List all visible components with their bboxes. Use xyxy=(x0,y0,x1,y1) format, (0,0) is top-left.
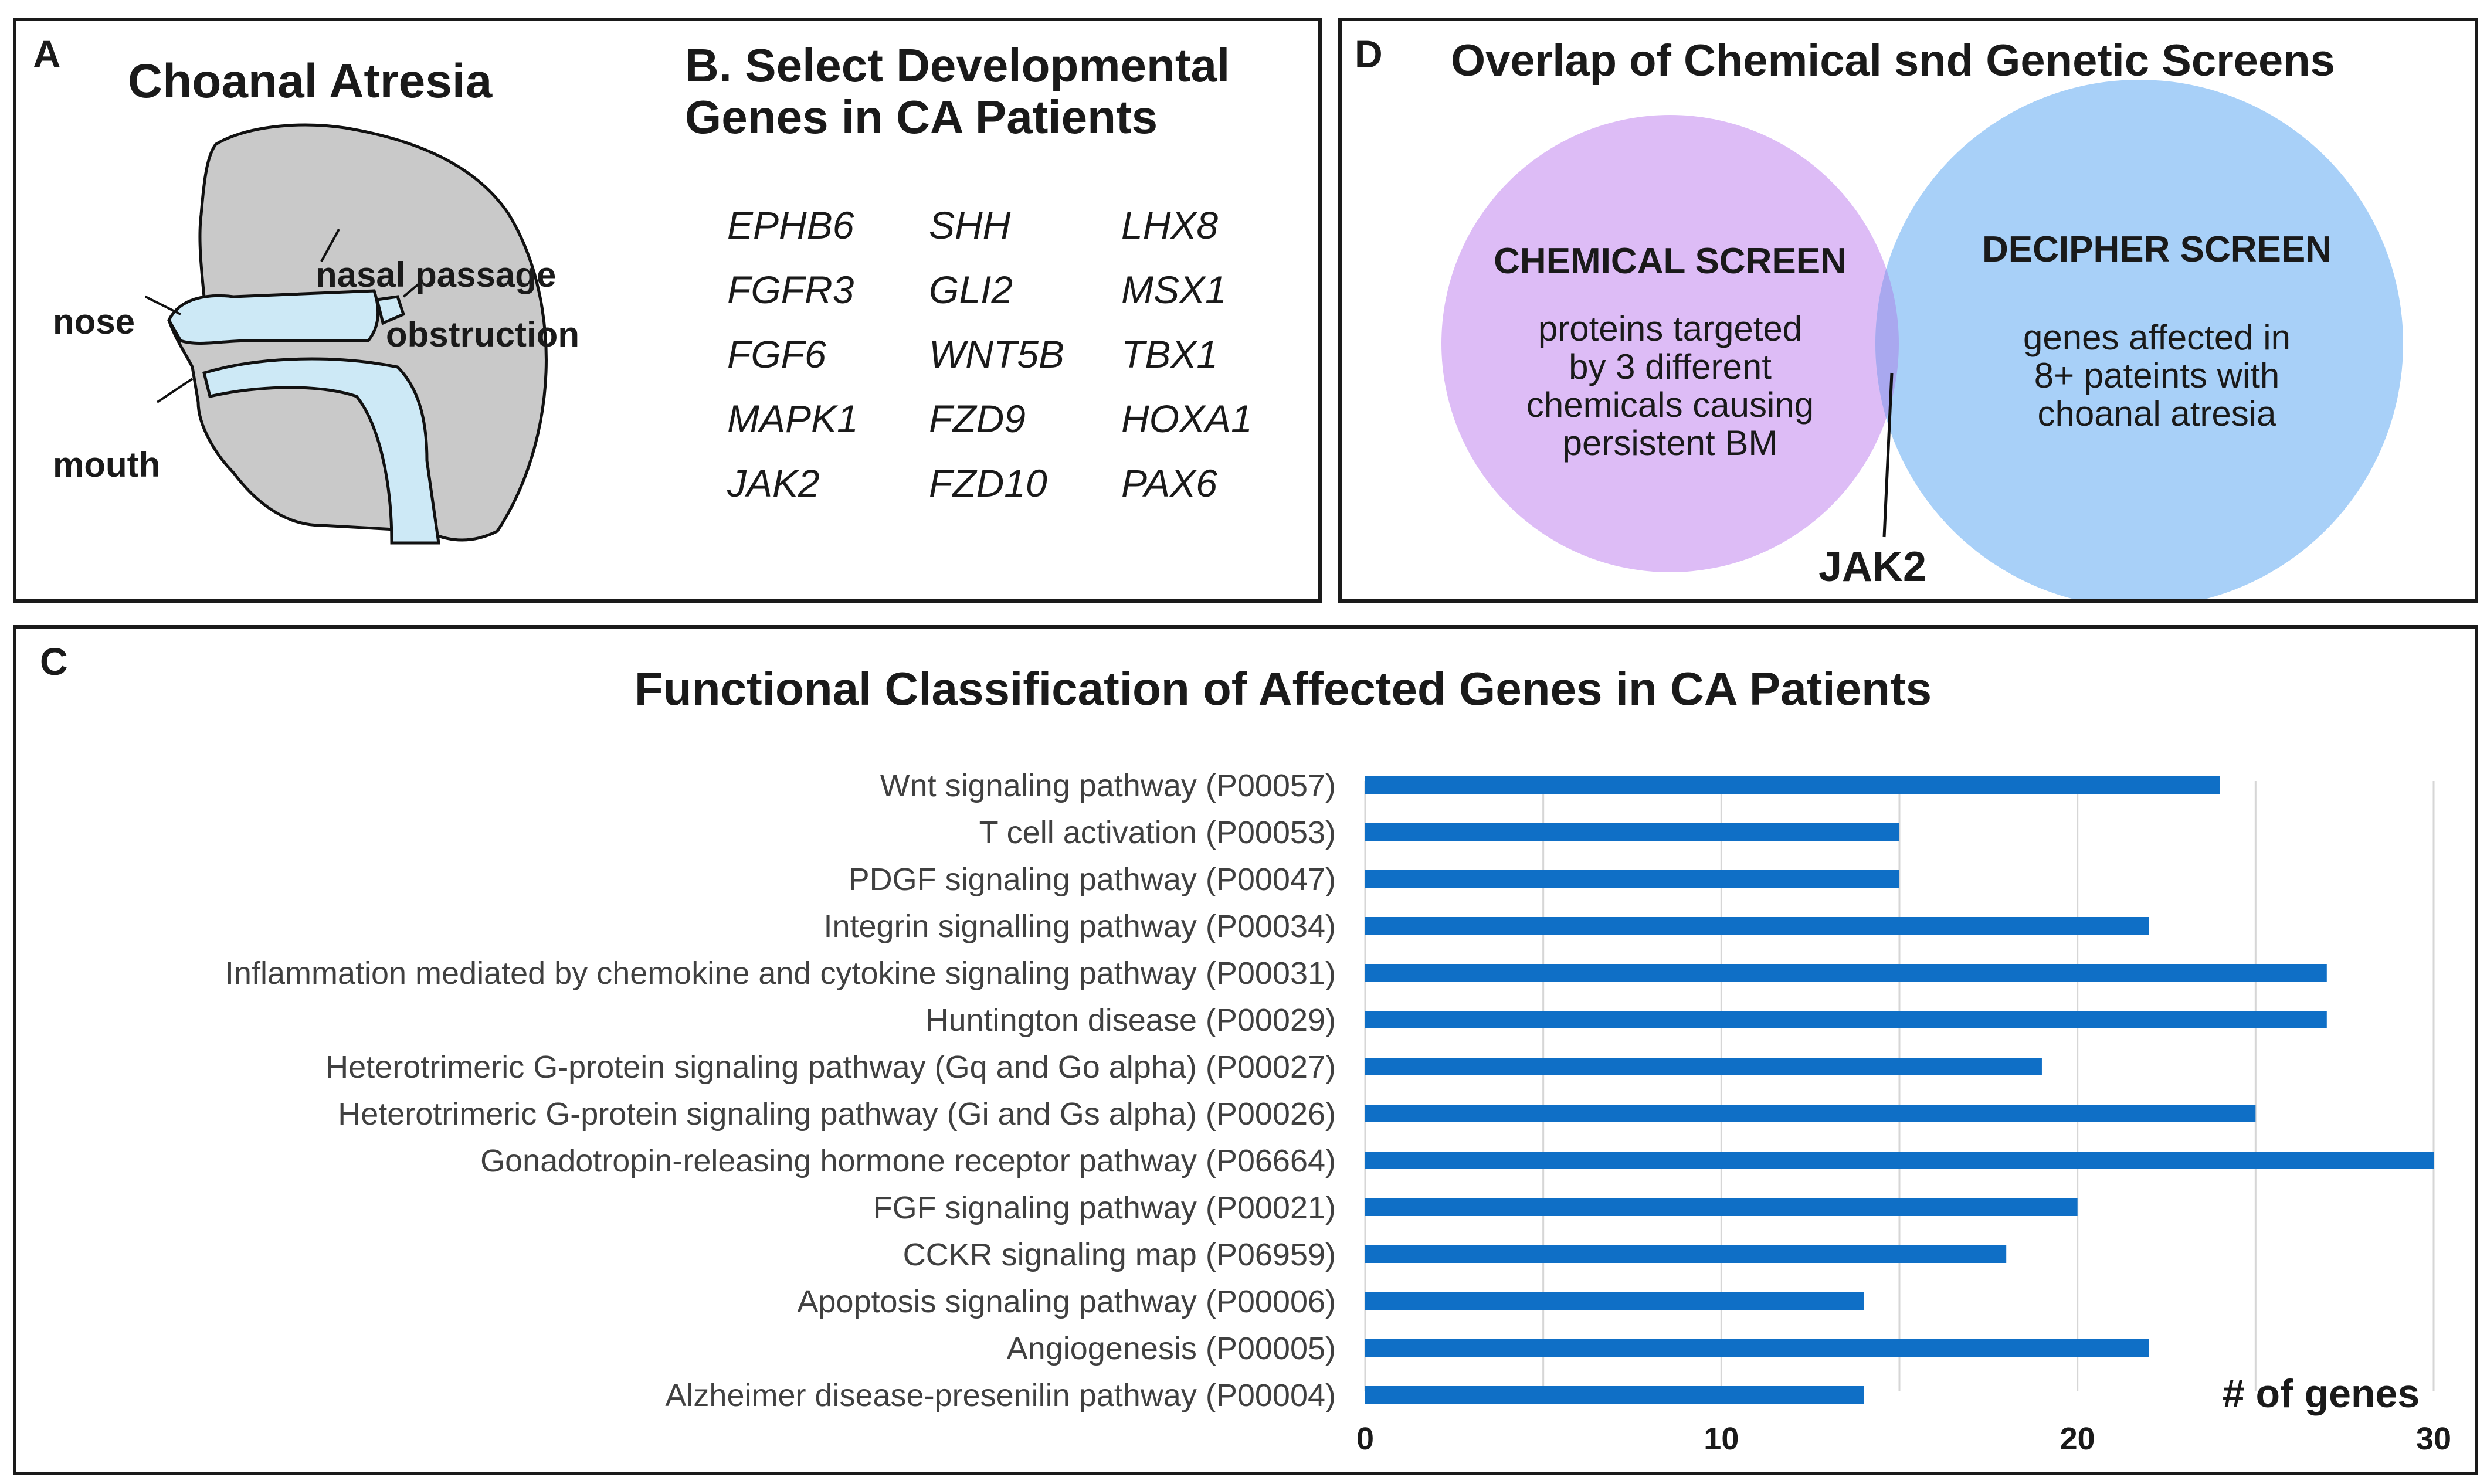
chemical-screen-circle xyxy=(1441,115,1899,572)
panel-c: C Functional Classification of Affected … xyxy=(13,625,2478,1475)
oral-cavity-shape xyxy=(202,357,440,545)
jak2-overlap-label: JAK2 xyxy=(1818,544,1926,590)
category-label: Inflammation mediated by chemokine and c… xyxy=(225,956,1336,991)
chemical-screen-line: proteins targeted xyxy=(1538,309,1802,348)
panel-d: D Overlap of Chemical snd Genetic Screen… xyxy=(1338,18,2478,603)
bar xyxy=(1365,776,2220,794)
chemical-screen-heading: CHEMICAL SCREEN xyxy=(1494,241,1847,281)
category-label: FGF signaling pathway (P00021) xyxy=(873,1190,1336,1225)
gene-item: JAK2 xyxy=(727,461,820,505)
gene-item: FGF6 xyxy=(727,332,826,376)
bars xyxy=(1365,776,2434,1404)
bar xyxy=(1365,917,2149,935)
decipher-screen-heading: DECIPHER SCREEN xyxy=(1982,229,2332,270)
bar xyxy=(1365,870,1899,888)
chemical-screen-line: persistent BM xyxy=(1563,423,1778,463)
nasal-passage-shape xyxy=(167,289,380,345)
panel-d-letter: D xyxy=(1355,32,1383,76)
obstruction-mark xyxy=(375,295,406,325)
category-label: Gonadotropin-releasing hormone receptor … xyxy=(480,1143,1336,1179)
label-nasal-passage: nasal passage xyxy=(315,255,557,294)
x-axis-label: # of genes xyxy=(2223,1371,2420,1416)
bar xyxy=(1365,1011,2327,1028)
panel-a-title: Choanal Atresia xyxy=(128,55,493,108)
bar xyxy=(1365,1152,2434,1169)
x-tick-label: 30 xyxy=(2416,1421,2451,1456)
gene-item: MAPK1 xyxy=(727,397,859,440)
chemical-screen-line: chemicals causing xyxy=(1526,385,1814,425)
category-label: PDGF signaling pathway (P00047) xyxy=(849,862,1336,897)
gene-item: FZD9 xyxy=(929,397,1026,440)
category-label: Angiogenesis (P00005) xyxy=(1007,1331,1336,1366)
category-label: CCKR signaling map (P06959) xyxy=(903,1237,1336,1272)
decipher-screen-line: choanal atresia xyxy=(2038,394,2277,433)
decipher-screen-line: 8+ pateints with xyxy=(2034,356,2280,395)
gene-item: WNT5B xyxy=(929,332,1064,376)
bar xyxy=(1365,823,1899,841)
decipher-screen-line: genes affected in xyxy=(2023,318,2291,357)
venn-diagram: CHEMICAL SCREEN proteins targeted by 3 d… xyxy=(1441,80,2403,599)
panel-c-letter: C xyxy=(40,640,68,683)
bar xyxy=(1365,1245,2007,1263)
chart-title: Functional Classification of Affected Ge… xyxy=(635,663,1932,715)
bar xyxy=(1365,1105,2256,1122)
label-mouth: mouth xyxy=(53,445,161,484)
choanal-atresia-illustration xyxy=(145,123,548,545)
bar xyxy=(1365,1058,2042,1075)
x-tick-label: 20 xyxy=(2060,1421,2095,1456)
category-label: Huntington disease (P00029) xyxy=(926,1003,1336,1038)
gene-item: FGFR3 xyxy=(727,268,854,311)
panel-a-letter: A xyxy=(33,32,61,76)
category-label: Alzheimer disease-presenilin pathway (P0… xyxy=(665,1378,1336,1413)
gene-item: HOXA1 xyxy=(1121,397,1253,440)
category-label: Heterotrimeric G-protein signaling pathw… xyxy=(338,1096,1336,1132)
bar-chart: Functional Classification of Affected Ge… xyxy=(225,663,2451,1456)
bar xyxy=(1365,1339,2149,1357)
x-tick-label: 0 xyxy=(1356,1421,1374,1456)
chemical-screen-line: by 3 different xyxy=(1569,347,1772,386)
panel-b-title-line2: Genes in CA Patients xyxy=(685,91,1158,143)
category-label: Apoptosis signaling pathway (P00006) xyxy=(797,1284,1336,1319)
x-tick-labels: 0 10 20 30 xyxy=(1356,1421,2451,1456)
bar xyxy=(1365,1198,2078,1216)
label-nose: nose xyxy=(53,302,135,341)
bar xyxy=(1365,1292,1864,1310)
decipher-screen-circle xyxy=(1875,80,2403,599)
gene-item: EPHB6 xyxy=(727,203,854,247)
panel-d-title: Overlap of Chemical snd Genetic Screens xyxy=(1451,36,2335,86)
gene-item: SHH xyxy=(929,203,1011,247)
category-label: Heterotrimeric G-protein signaling pathw… xyxy=(325,1050,1336,1085)
jak2-pointer-line xyxy=(1882,372,1894,538)
bar xyxy=(1365,964,2327,982)
category-label: T cell activation (P00053) xyxy=(979,815,1336,850)
panel-a-b: A Choanal Atresia nose nasal passage obs… xyxy=(13,18,1322,603)
bar xyxy=(1365,1386,1864,1404)
gene-item: GLI2 xyxy=(929,268,1013,311)
label-obstruction: obstruction xyxy=(386,315,579,354)
category-labels: Wnt signaling pathway (P00057) T cell act… xyxy=(225,768,1336,1413)
category-label: Integrin signalling pathway (P00034) xyxy=(823,909,1336,944)
gene-item: LHX8 xyxy=(1121,203,1219,247)
gene-item: MSX1 xyxy=(1121,268,1227,311)
category-label: Wnt signaling pathway (P00057) xyxy=(880,768,1336,803)
panel-b-title-line1: B. Select Developmental xyxy=(685,39,1230,91)
x-tick-label: 10 xyxy=(1704,1421,1739,1456)
gene-item: FZD10 xyxy=(929,461,1047,505)
gene-item: PAX6 xyxy=(1121,461,1217,505)
gene-item: TBX1 xyxy=(1121,332,1219,376)
